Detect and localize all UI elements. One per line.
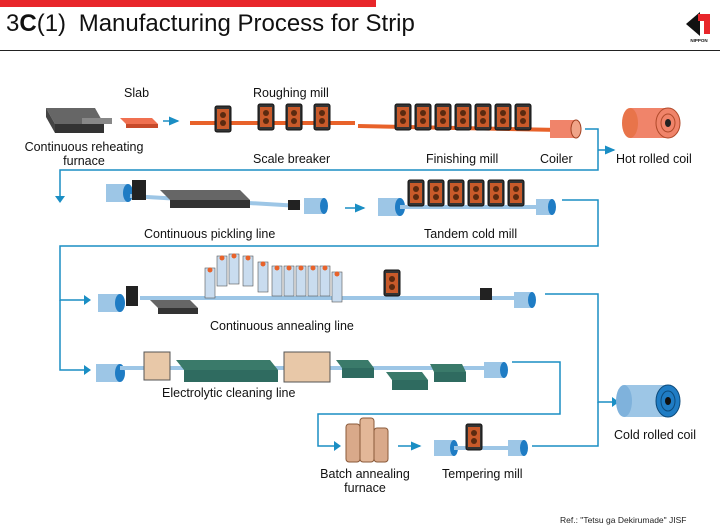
- roughing-mill-icon: [190, 103, 355, 133]
- finishing-mill-label: Finishing mill: [426, 152, 499, 166]
- reheating-furnace-icon: [46, 108, 112, 133]
- flow-line-row3: [545, 293, 614, 403]
- slab-label: Slab: [124, 86, 150, 100]
- company-logo-icon: NIPPON: [686, 12, 712, 43]
- batch-annealing-label: Batch annealing furnace: [320, 467, 410, 495]
- flow-line-branch: [59, 300, 84, 371]
- cleaning-line-label: Electrolytic cleaning line: [162, 386, 296, 400]
- hot-rolled-coil-icon: [622, 107, 681, 139]
- flow-line-row1: [59, 128, 599, 200]
- title-prefix: 3: [6, 10, 20, 37]
- pickling-line-label: Continuous pickling line: [144, 227, 276, 241]
- page-title: 3C(1) Manufacturing Process for Strip: [6, 10, 415, 38]
- slab-icon: [120, 118, 158, 128]
- header-divider: [0, 50, 720, 51]
- pickling-line-icon: [106, 180, 328, 214]
- coiler-icon: [550, 119, 582, 139]
- title-number: (1): [36, 10, 67, 37]
- finishing-mill-icon: [357, 103, 561, 132]
- flow-line-row5: [532, 402, 599, 447]
- reference-note: Ref.: "Tetsu ga Dekirumade" JISF: [560, 515, 687, 525]
- logo-text: NIPPON: [690, 38, 707, 43]
- tempering-mill-icon: [434, 423, 528, 456]
- reheating-furnace-label: Continuous reheating furnace: [24, 140, 144, 168]
- title-letter: C: [19, 10, 37, 37]
- title-main: Manufacturing Process for Strip: [78, 10, 415, 37]
- annealing-line-label: Continuous annealing line: [210, 319, 354, 333]
- coiler-label: Coiler: [540, 152, 573, 166]
- title-accent-bar: [0, 0, 376, 7]
- tandem-cold-mill-label: Tandem cold mill: [424, 227, 518, 241]
- roughing-mill-label: Roughing mill: [253, 86, 329, 100]
- cold-rolled-coil-icon: [616, 384, 681, 418]
- batch-annealing-furnace-icon: [345, 417, 389, 463]
- flow-line-row4: [317, 361, 561, 447]
- scale-breaker-label: Scale breaker: [253, 152, 331, 166]
- tandem-cold-mill-icon: [378, 179, 556, 216]
- cold-rolled-coil-label: Cold rolled coil: [614, 428, 696, 442]
- hot-rolled-coil-label: Hot rolled coil: [616, 152, 692, 166]
- flow-line-row2: [59, 199, 599, 301]
- tempering-mill-label: Tempering mill: [442, 467, 523, 481]
- annealing-line-icon: [98, 253, 536, 314]
- cleaning-line-icon: [96, 351, 508, 390]
